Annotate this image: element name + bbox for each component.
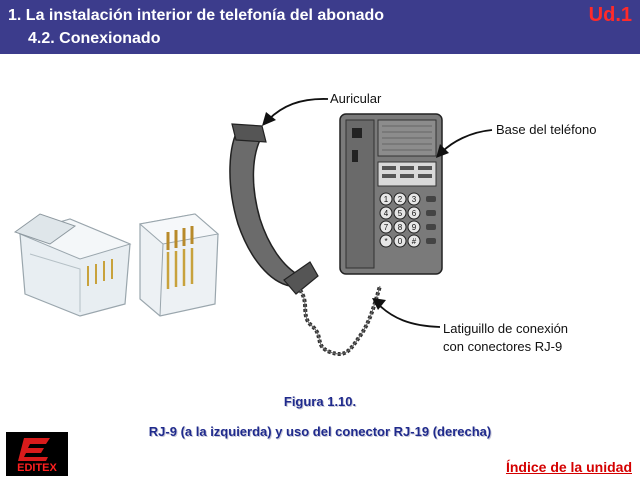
keypad-key-label: 6 [412, 209, 417, 218]
keypad-key [393, 220, 407, 234]
label-auricular: Auricular [330, 91, 382, 106]
keypad-key [393, 192, 407, 206]
keypad-key-label: # [412, 237, 417, 246]
handset-image [229, 123, 319, 295]
editex-logo-mark-icon [18, 438, 50, 461]
header-bar: 1. La instalación interior de telefonía … [0, 0, 640, 54]
keypad-key-label: 2 [398, 195, 403, 204]
rj9-connector-image [13, 213, 132, 317]
index-link[interactable]: Índice de la unidad [505, 459, 632, 475]
rj-connector-front-image [138, 213, 220, 317]
editex-logo: EDITEX [6, 432, 68, 476]
keypad-key-label: 1 [384, 195, 389, 204]
keypad-key-label: 8 [398, 223, 403, 232]
keypad-key [379, 234, 393, 248]
keypad-key [379, 206, 393, 220]
keypad-key-label: 9 [412, 223, 417, 232]
keypad-key [393, 206, 407, 220]
slide-subtitle: 4.2. Conexionado [28, 30, 161, 47]
label-base-telefono: Base del teléfono [496, 122, 596, 137]
label-latiguillo-line2: con conectores RJ-9 [443, 339, 562, 354]
coiled-cord-image [298, 285, 382, 356]
slide-title: 1. La instalación interior de telefonía … [8, 7, 385, 24]
keypad-key-label: 0 [398, 237, 403, 246]
unit-badge: Ud.1 [588, 4, 632, 26]
keypad-key-label: * [384, 237, 387, 246]
keypad-key-label: 4 [384, 209, 389, 218]
editex-logo-text: EDITEX [17, 462, 57, 474]
keypad-key-label: 7 [384, 223, 389, 232]
keypad-key [393, 234, 407, 248]
keypad-key [407, 234, 421, 248]
label-latiguillo-line1: Latiguillo de conexión [443, 321, 568, 336]
keypad-key [379, 220, 393, 234]
keypad-key-label: 5 [398, 209, 403, 218]
keypad-key [407, 220, 421, 234]
keypad-key-label: 3 [412, 195, 417, 204]
keypad-key [407, 206, 421, 220]
keypad-key [407, 192, 421, 206]
figure-caption: RJ-9 (a la izquierda) y uso del conector… [148, 424, 492, 439]
arrow-heads [262, 112, 449, 310]
keypad-key [379, 192, 393, 206]
figure-number: Figura 1.10. [283, 394, 357, 409]
